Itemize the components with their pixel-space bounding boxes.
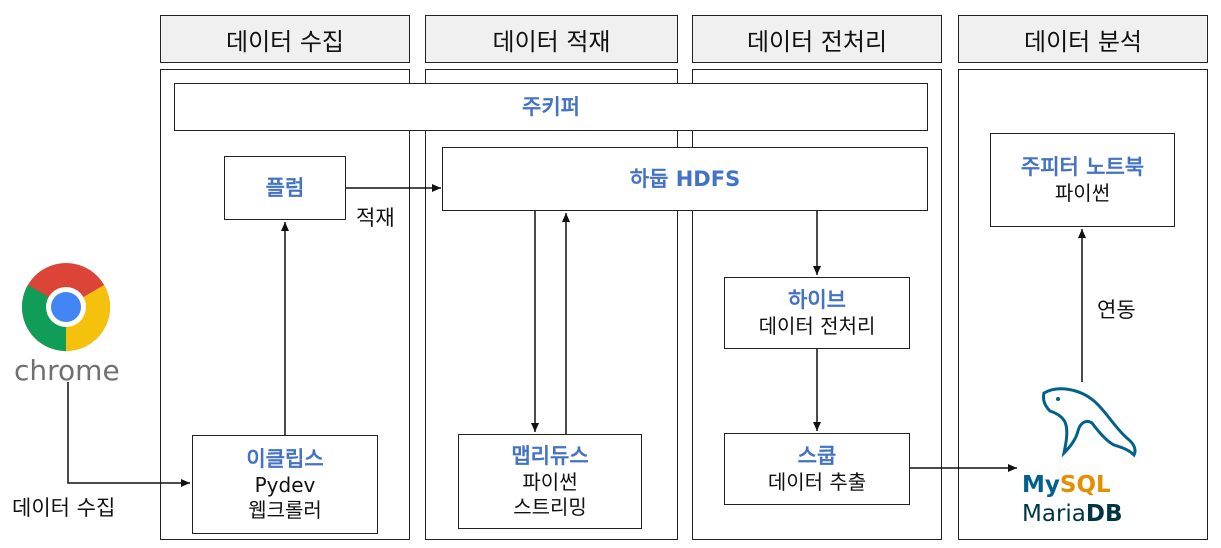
chrome-wordmark: chrome <box>14 354 120 387</box>
mariadb-maria: Maria <box>1022 501 1086 527</box>
header-load: 데이터 적재 <box>425 15 678 63</box>
node-eclipse: 이클립스 Pydev 웹크롤러 <box>192 435 378 534</box>
node-title: 스쿱 <box>797 444 837 469</box>
node-mapreduce: 맵리듀스 파이썬 스트리밍 <box>458 434 642 529</box>
mysql-sql: SQL <box>1059 472 1111 498</box>
mysql-my: My <box>1022 472 1060 498</box>
dolphin-icon <box>1042 387 1137 458</box>
node-line: 데이터 추출 <box>767 469 867 494</box>
header-collect: 데이터 수집 <box>160 15 410 63</box>
node-line: 파이썬 <box>1054 180 1111 205</box>
node-line: 데이터 전처리 <box>758 313 876 338</box>
node-line: Pydev <box>254 472 316 497</box>
node-title: 주피터 노트북 <box>1020 155 1145 180</box>
edge-label-load: 적재 <box>356 206 395 230</box>
header-preprocess: 데이터 전처리 <box>692 15 942 63</box>
arrow-chrome-to-eclipse <box>67 382 190 487</box>
node-sqoop: 스쿱 데이터 추출 <box>724 433 910 505</box>
chrome-logo <box>18 262 118 352</box>
mysql-logo <box>1036 383 1146 473</box>
node-hdfs: 하둡 HDFS <box>442 147 928 211</box>
node-zookeeper: 주키퍼 <box>174 83 928 131</box>
node-title: 주키퍼 <box>522 94 580 119</box>
node-title: 플럼 <box>265 175 305 200</box>
node-line: 웹크롤러 <box>248 497 322 522</box>
node-hive: 하이브 데이터 전처리 <box>724 277 910 349</box>
node-jupyter: 주피터 노트북 파이썬 <box>990 133 1175 227</box>
node-title: 하이브 <box>788 288 846 313</box>
node-title: 하둡 HDFS <box>629 166 741 191</box>
node-line: 파이썬 <box>522 469 578 494</box>
mysql-wordmark: MySQL <box>1022 474 1111 497</box>
chrome-icon <box>22 263 110 351</box>
node-title: 맵리듀스 <box>511 444 589 469</box>
header-analysis: 데이터 분석 <box>958 15 1208 63</box>
edge-label-collect: 데이터 수집 <box>12 496 116 520</box>
mariadb-db: DB <box>1085 501 1123 527</box>
mariadb-wordmark: MariaDB <box>1022 503 1123 526</box>
node-line: 스트리밍 <box>513 494 587 519</box>
edge-label-link: 연동 <box>1097 298 1136 322</box>
node-title: 이클립스 <box>246 447 324 472</box>
node-flume: 플럼 <box>224 156 346 220</box>
